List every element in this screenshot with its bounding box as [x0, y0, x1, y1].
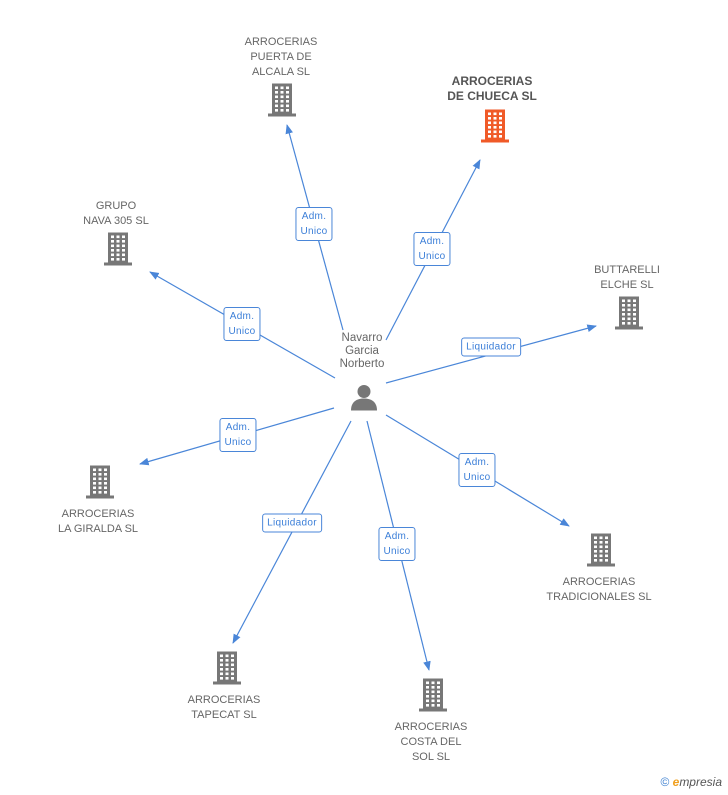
company-label-line: COSTA DEL	[400, 736, 462, 748]
relation-label-line: Unico	[228, 326, 256, 337]
company-label-line: DE CHUECA SL	[447, 89, 537, 103]
company-label-tapecat[interactable]: ARROCERIAS TAPECAT SL	[188, 693, 261, 723]
company-label-line: ARROCERIAS	[244, 36, 318, 48]
relation-label-buttarelli[interactable]: Liquidador	[461, 337, 521, 357]
company-label-nava[interactable]: GRUPO NAVA 305 SL	[83, 199, 149, 229]
company-label-line: LA GIRALDA SL	[57, 523, 139, 535]
company-label-line: TAPECAT SL	[191, 709, 257, 721]
relation-label-giralda[interactable]: Adm. Unico	[219, 418, 257, 452]
relation-label-line: Adm.	[464, 457, 490, 468]
relation-label-line: Liquidador	[466, 341, 516, 353]
company-label-puerta[interactable]: ARROCERIAS PUERTA DE ALCALA SL	[245, 35, 318, 80]
person-name[interactable]: Navarro Garcia Norberto	[340, 332, 385, 371]
building-icon[interactable]	[613, 296, 645, 335]
relation-label-costa[interactable]: Adm. Unico	[378, 527, 416, 561]
building-icon[interactable]	[266, 83, 298, 122]
relation-label-line: Unico	[463, 472, 491, 483]
company-label-line: GRUPO	[95, 200, 137, 212]
person-name-line-2: Garcia	[345, 345, 379, 357]
relation-label-line: Adm.	[384, 531, 410, 542]
relation-label-line: Unico	[418, 251, 446, 262]
relation-label-puerta[interactable]: Adm. Unico	[295, 207, 333, 241]
company-label-tradicionales[interactable]: ARROCERIAS TRADICIONALES SL	[546, 575, 651, 605]
person-name-line-1: Navarro	[341, 332, 383, 344]
company-label-line: SOL SL	[411, 751, 451, 763]
relation-label-line: Adm.	[225, 422, 251, 433]
company-label-line: NAVA 305 SL	[83, 215, 149, 227]
copyright-symbol: ©	[660, 775, 670, 789]
person-icon[interactable]	[349, 383, 379, 418]
relation-label-line: Adm.	[229, 311, 255, 322]
company-label-costa[interactable]: ARROCERIAS COSTA DEL SOL SL	[395, 720, 468, 765]
building-icon[interactable]	[585, 533, 617, 572]
building-icon[interactable]	[479, 109, 511, 148]
building-icon[interactable]	[211, 651, 243, 690]
relation-label-line: Unico	[224, 437, 252, 448]
building-icon[interactable]	[84, 465, 116, 504]
company-label-line: ELCHE SL	[600, 279, 654, 291]
relation-label-tradicionales[interactable]: Adm. Unico	[458, 453, 496, 487]
footer-brand[interactable]: © empresia	[660, 775, 722, 789]
company-label-line: ARROCERIAS	[451, 74, 533, 88]
relation-label-nava[interactable]: Adm. Unico	[223, 307, 261, 341]
relation-label-line: Adm.	[301, 211, 327, 222]
company-label-giralda[interactable]: ARROCERIAS LA GIRALDA SL	[58, 507, 138, 537]
empresia-logo-text: mpresia	[679, 775, 722, 789]
building-icon[interactable]	[102, 232, 134, 271]
relation-label-line: Unico	[383, 546, 411, 557]
company-label-line: BUTTARELLI	[594, 264, 660, 276]
company-label-line: TRADICIONALES SL	[546, 591, 652, 603]
relation-label-tapecat[interactable]: Liquidador	[262, 513, 322, 533]
company-label-line: PUERTA DE	[250, 51, 312, 63]
company-label-line: ARROCERIAS	[394, 721, 468, 733]
company-label-buttarelli[interactable]: BUTTARELLI ELCHE SL	[594, 263, 660, 293]
relation-label-line: Liquidador	[267, 517, 317, 529]
company-label-line: ARROCERIAS	[562, 576, 636, 588]
company-label-line: ARROCERIAS	[61, 508, 135, 520]
relation-label-line: Unico	[300, 226, 328, 237]
building-icon[interactable]	[417, 678, 449, 717]
relation-label-chueca[interactable]: Adm. Unico	[413, 232, 451, 266]
company-label-line: ARROCERIAS	[187, 694, 261, 706]
person-name-line-3: Norberto	[339, 358, 385, 370]
relation-label-line: Adm.	[419, 236, 445, 247]
company-label-line: ALCALA SL	[251, 66, 311, 78]
empresia-logo-e: e	[672, 775, 680, 789]
